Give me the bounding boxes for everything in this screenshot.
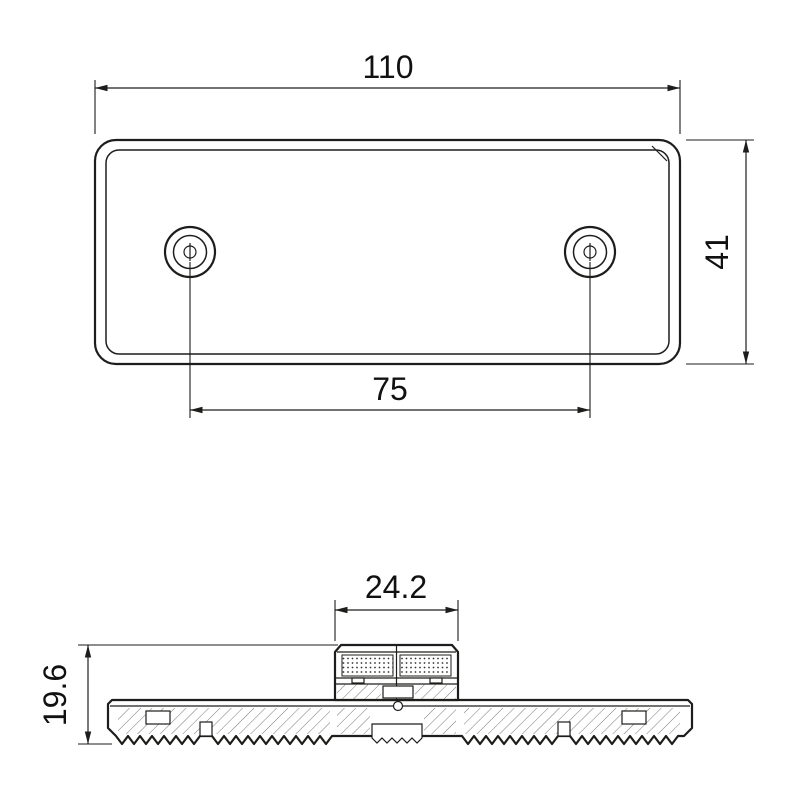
bottom-plug [371, 723, 423, 744]
dim-label-height: 41 [699, 234, 735, 270]
dim-overall-width: 110 [94, 49, 681, 134]
dim-connector-width: 24.2 [334, 569, 459, 641]
dim-profile-height: 19.6 [37, 644, 338, 745]
connector-body [382, 685, 414, 699]
lamp-outline [93, 138, 682, 366]
top-view [93, 138, 682, 366]
dim-hole-spacing: 75 [189, 262, 591, 418]
hatch-region [464, 708, 680, 734]
connector-pin [392, 700, 404, 712]
dim-label-profile-height: 19.6 [37, 664, 73, 726]
lamp-face-outline [105, 149, 670, 355]
stipple-right [399, 654, 452, 677]
hatch-region [337, 708, 370, 734]
stipple-left [341, 654, 394, 677]
dim-label-hole-spacing: 75 [372, 371, 408, 407]
hatch-region [424, 708, 456, 734]
cavity-detail [621, 710, 647, 725]
terminal-right [429, 677, 443, 684]
hatch-region [415, 684, 456, 699]
clip-slot [199, 721, 213, 737]
dim-label-connector-width: 24.2 [365, 569, 427, 605]
dim-overall-height: 41 [686, 139, 754, 365]
cavity-detail [145, 710, 171, 725]
clip-slot [557, 721, 571, 737]
dim-label-width: 110 [362, 49, 413, 85]
corner-mark [651, 145, 668, 162]
section-view [106, 643, 694, 746]
terminal-left [351, 677, 365, 684]
hatch-region [337, 684, 381, 699]
